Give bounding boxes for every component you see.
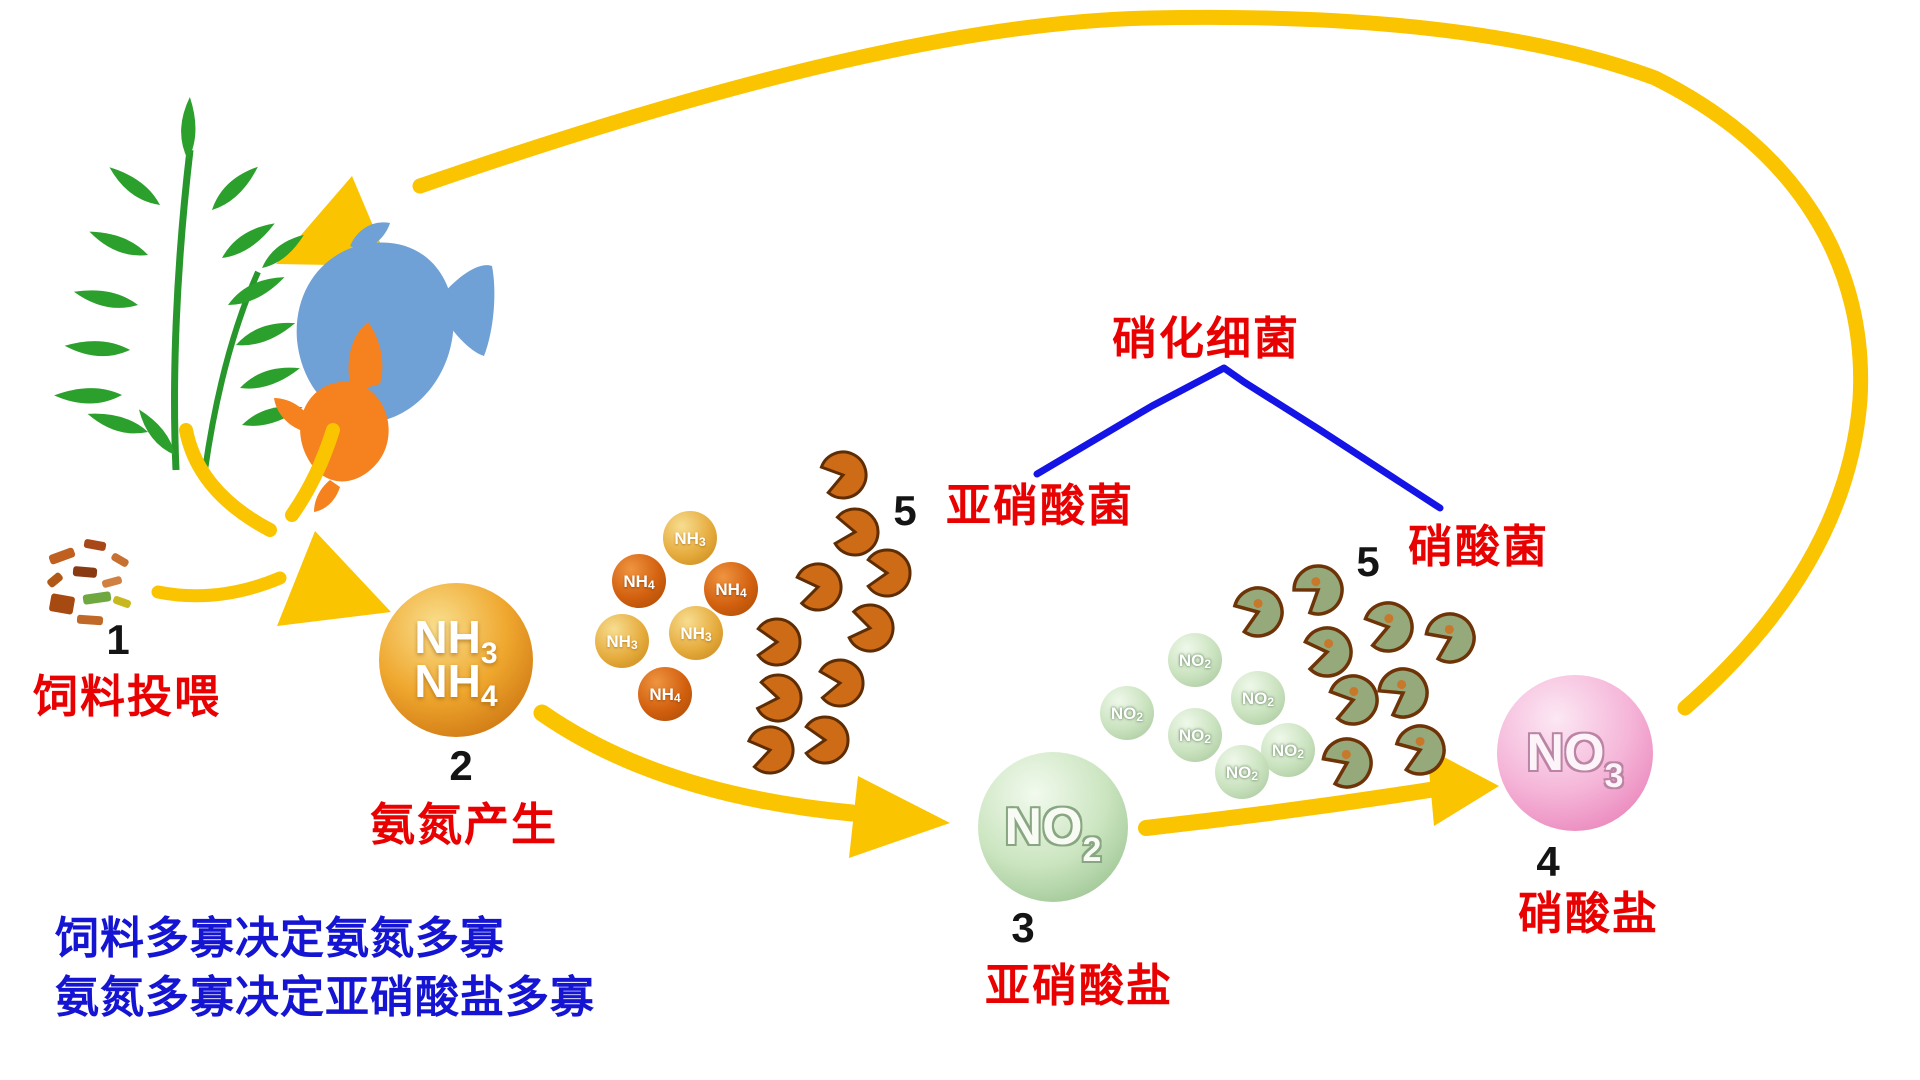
waste-arrowhead-icon	[277, 531, 391, 626]
bacterium-icon	[1420, 604, 1484, 670]
bacterium-icon	[1301, 622, 1357, 681]
bacterium-icon	[754, 671, 806, 726]
aquatic-plant	[53, 96, 310, 471]
step-3-label: 亚硝酸盐	[985, 960, 1174, 1011]
bacterium-icon	[832, 505, 882, 559]
food-particle	[49, 593, 75, 615]
blue-fish	[296, 222, 495, 422]
nitrite-bacteria-label: 亚硝酸菌	[946, 480, 1135, 531]
bacterium-icon	[1326, 668, 1385, 731]
bacterium-icon	[817, 656, 867, 710]
bacterium-icon	[756, 617, 802, 667]
step-2-label: 氨氮产生	[370, 799, 559, 850]
bacterium-icon	[866, 548, 912, 598]
food-waste-strand	[151, 571, 287, 603]
bacterium-icon	[745, 721, 799, 778]
bacterium-icon	[793, 558, 847, 615]
bacteria-count-right: 5	[1356, 538, 1380, 585]
food-particle	[47, 572, 63, 588]
nitrifying-bacteria-label: 硝化细菌	[1112, 313, 1301, 364]
step-1-number: 1	[106, 616, 130, 663]
food-particle	[83, 539, 107, 551]
bacterium-icon	[845, 600, 899, 657]
cycle-return-arrow	[276, 9, 1869, 716]
waste-to-ammonia-arrow	[151, 423, 391, 626]
nitrate-bacteria-label: 硝酸菌	[1408, 521, 1550, 572]
nitrate-arrowhead-icon	[1427, 748, 1499, 826]
food-particle	[111, 553, 129, 567]
bacterium-icon	[1229, 579, 1291, 644]
bacterium-icon	[804, 715, 850, 765]
bacteria-cluster-left	[745, 445, 912, 778]
nitrite-arrowhead-icon	[849, 776, 950, 858]
nitrite-to-nitrate-arrow	[1138, 748, 1499, 836]
food-particle	[76, 614, 104, 626]
note-line-1: 饲料多寡决定氨氮多寡	[55, 914, 505, 963]
fish-waste-strand	[285, 423, 340, 522]
bacterium-icon	[1317, 729, 1381, 795]
bacteria-bracket-line	[1033, 364, 1444, 512]
step-1-label: 饲料投喂	[33, 671, 222, 722]
note-line-2: 氨氮多寡决定亚硝酸盐多寡	[55, 973, 595, 1022]
step-4-number: 4	[1536, 838, 1560, 885]
food-particle	[72, 566, 98, 578]
bacterium-icon	[817, 445, 873, 504]
bacteria-count-left: 5	[893, 487, 917, 534]
step-4-label: 硝酸盐	[1518, 888, 1660, 939]
step-3-number: 3	[1011, 904, 1035, 951]
food-particle	[113, 596, 131, 608]
food-particle	[82, 591, 112, 605]
plant-waste-strand	[179, 423, 277, 537]
food-particle	[48, 547, 76, 565]
ammonia-to-nitrite-arrow	[533, 704, 950, 858]
bacterium-icon	[1361, 595, 1420, 658]
cycle-return-arrow-shaft	[412, 9, 1869, 716]
step-2-number: 2	[449, 742, 473, 789]
food-particle	[101, 576, 123, 588]
bacterium-icon	[1286, 554, 1354, 623]
food-particles	[47, 539, 131, 626]
bacterium-icon	[1372, 658, 1438, 726]
